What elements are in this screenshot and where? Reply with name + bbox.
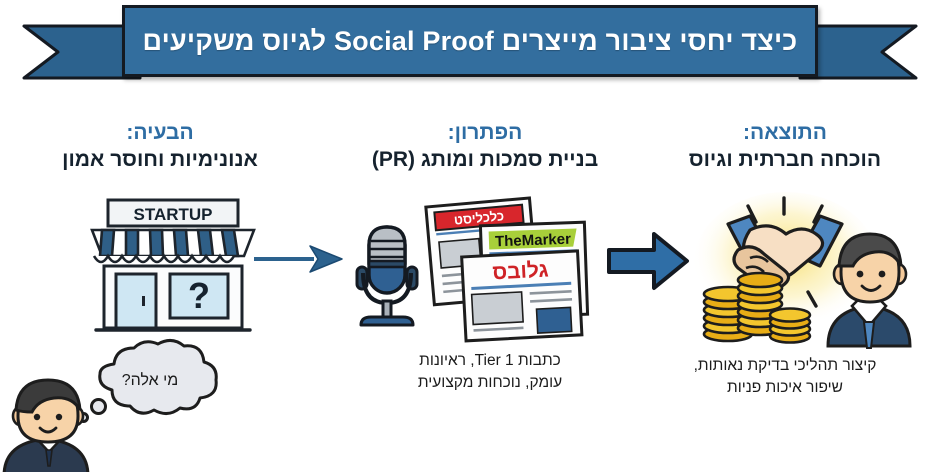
column-heading-problem: הבעיה: אנונימיות וחוסר אמון <box>10 120 310 174</box>
column-heading-solution: הפתרון: בניית סמכות ומותג (PR) <box>335 120 635 174</box>
ribbon-tail-left-icon <box>22 24 142 80</box>
newspaper-masthead-globes: גלובס <box>492 258 549 284</box>
arrow-problem-to-solution-icon <box>254 245 343 273</box>
solution-caption-line-2: עומק, נוכחות מקצועית <box>417 374 563 392</box>
page-title: כיצד יחסי ציבור מייצרים Social Proof לגי… <box>142 25 798 56</box>
solution-kicker: הפתרון: <box>447 121 523 144</box>
newspapers-icon: כלכליסט TheMarker גלובס <box>424 196 590 343</box>
thought-cloud-icon <box>98 339 218 415</box>
startup-storefront-icon: STARTUP ? <box>90 198 256 332</box>
result-kicker: התוצאה: <box>743 121 827 144</box>
handshake-coins-investor-icon <box>694 192 912 349</box>
ribbon-tail-right-icon <box>798 24 918 80</box>
banner-plate: כיצד יחסי ציבור מייצרים Social Proof לגי… <box>122 5 818 77</box>
thought-dot-large <box>90 398 107 415</box>
result-caption-line-2: שיפור איכות פניות <box>727 379 843 397</box>
coin-stack-short <box>768 307 812 344</box>
newspaper-masthead-themarker: TheMarker <box>495 231 572 251</box>
thought-bubble-text: מי אלה? <box>121 372 179 389</box>
problem-title: אנונימיות וחוסר אמון <box>62 148 258 172</box>
storefront-question-mark: ? <box>188 275 210 316</box>
confused-person-avatar <box>2 378 90 472</box>
thought-bubble: מי אלה? <box>78 339 220 423</box>
newspaper-masthead-calcalist: כלכליסט <box>453 208 504 227</box>
coin-stacks-icon <box>702 271 812 344</box>
result-caption-line-1: קיצור תהליכי בדיקת נאותות, <box>693 357 877 374</box>
investor-avatar-icon <box>826 232 912 349</box>
solution-title: בניית סמכות ומותג (PR) <box>371 148 599 172</box>
microphone-icon <box>355 225 419 327</box>
title-banner: כיצד יחסי ציבור מייצרים Social Proof לגי… <box>0 0 940 96</box>
solution-caption: כתבות Tier 1, ראיונות עומק, נוכחות מקצוע… <box>350 350 630 395</box>
result-caption: קיצור תהליכי בדיקת נאותות, שיפור איכות פ… <box>645 355 925 400</box>
storefront-sign-label: STARTUP <box>133 205 212 224</box>
arrow-solution-to-result-icon <box>607 232 689 290</box>
column-heading-result: התוצאה: הוכחה חברתית וגיוס <box>635 120 935 174</box>
coin-stack-mid <box>736 271 784 337</box>
solution-caption-line-1: כתבות Tier 1, ראיונות <box>419 352 561 369</box>
result-title: הוכחה חברתית וגיוס <box>688 148 882 172</box>
problem-kicker: הבעיה: <box>126 121 194 144</box>
